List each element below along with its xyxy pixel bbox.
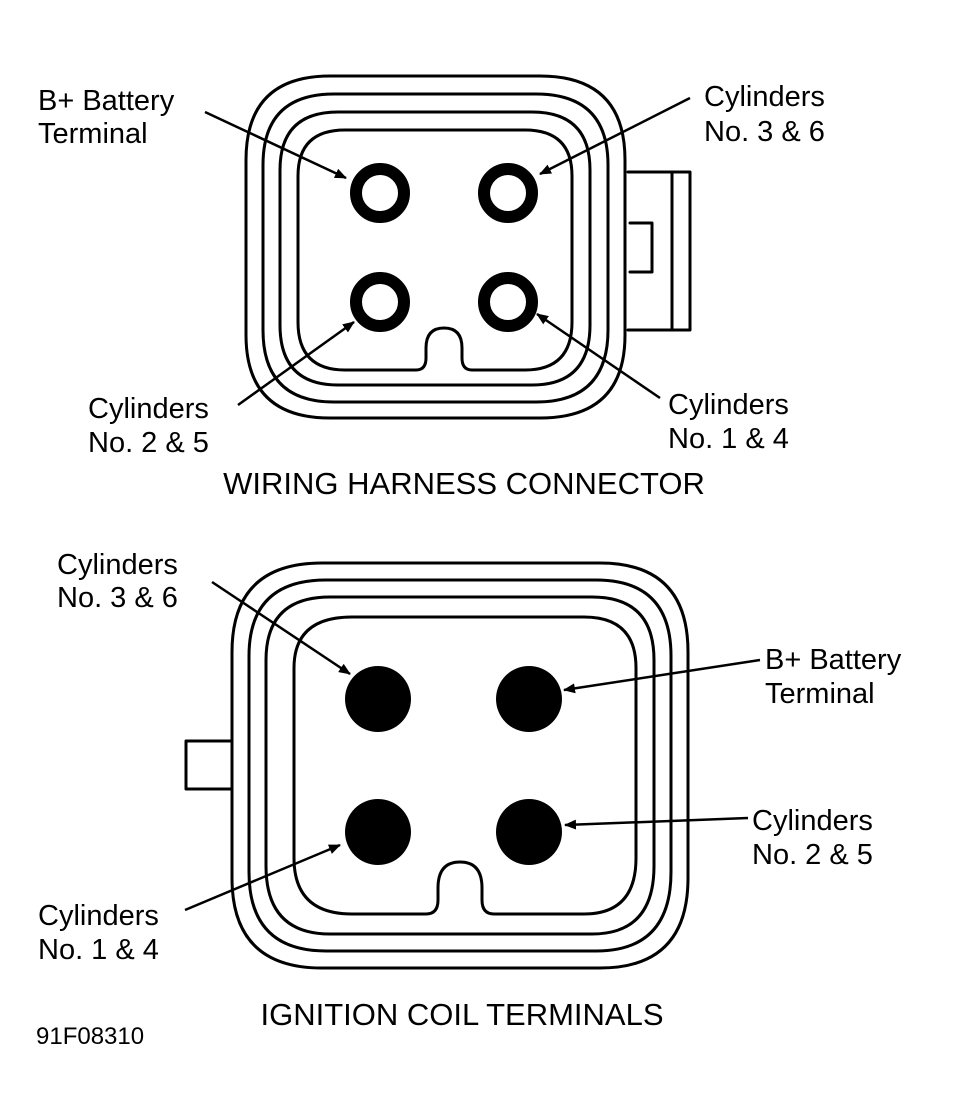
harness-label-cyl-2-5: Cylinders No. 2 & 5 xyxy=(88,393,217,459)
harness-socket-cyl-1-4 xyxy=(478,272,538,332)
harness-leader-cyl-1-4 xyxy=(536,312,661,400)
coil-pin-cyl-3-6 xyxy=(345,666,411,732)
coil-pin-cyl-1-4 xyxy=(345,799,411,865)
coil-housing-ring-2 xyxy=(247,578,673,953)
harness-socket-cyl-2-5 xyxy=(350,272,410,332)
harness-housing-ring-2 xyxy=(261,92,610,404)
harness-housing-ring-3 xyxy=(278,110,592,387)
coil-locking-tab xyxy=(184,739,234,791)
harness-leader-cyl-2-5 xyxy=(237,320,355,407)
harness-socket-cyl-3-6 xyxy=(478,163,538,223)
coil-leader-cyl-2-5 xyxy=(564,816,749,830)
harness-label-cyl-3-6: Cylinders No. 3 & 6 xyxy=(704,81,833,148)
harness-label-cyl-1-4: Cylinders No. 1 & 4 xyxy=(668,389,797,455)
coil-label-b-plus: B+ Battery Terminal xyxy=(765,644,909,710)
coil-housing-ring-3 xyxy=(264,595,656,936)
coil-housing-outer xyxy=(230,561,690,970)
figure-code: 91F08310 xyxy=(36,1023,144,1050)
harness-leader-cyl-3-6 xyxy=(539,96,691,176)
coil-label-cyl-3-6: Cylinders No. 3 & 6 xyxy=(57,549,186,614)
harness-socket-b-plus xyxy=(350,163,410,223)
harness-caption: WIRING HARNESS CONNECTOR xyxy=(223,466,705,501)
coil-leader-cyl-3-6 xyxy=(211,580,351,676)
coil-leader-b-plus xyxy=(563,658,761,694)
harness-locking-tab xyxy=(626,170,692,332)
coil-pin-b-plus xyxy=(496,666,562,732)
coil-label-cyl-1-4: Cylinders No. 1 & 4 xyxy=(38,900,167,966)
harness-inner-cavity xyxy=(296,128,574,372)
harness-leader-b-plus xyxy=(204,110,347,180)
coil-pin-cyl-2-5 xyxy=(496,799,562,865)
coil-caption: IGNITION COIL TERMINALS xyxy=(260,997,663,1032)
coil-leader-cyl-1-4 xyxy=(184,843,341,912)
harness-housing-outer xyxy=(244,74,627,420)
coil-label-cyl-2-5: Cylinders No. 2 & 5 xyxy=(752,805,881,871)
harness-label-b-plus: B+ Battery Terminal xyxy=(38,85,182,150)
coil-inner-cavity xyxy=(292,615,638,916)
harness-connector: B+ Battery Terminal Cylinders No. 3 & 6 … xyxy=(38,74,833,501)
coil-connector: Cylinders No. 3 & 6 B+ Battery Terminal … xyxy=(38,549,909,1032)
